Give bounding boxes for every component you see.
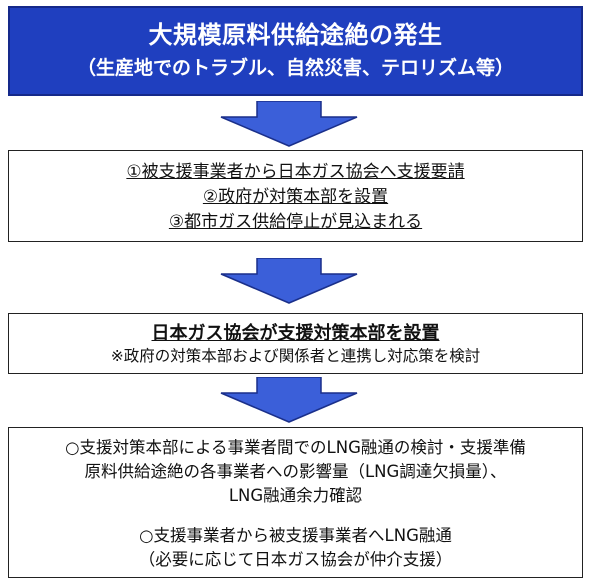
lng-line-3: LNG融通余力確認 (228, 486, 363, 505)
down-arrow-icon (220, 377, 358, 423)
down-arrow-icon (220, 101, 358, 147)
lng-line-2: 原料供給途絶の各事業者への影響量（LNG調達欠損量）、 (84, 462, 507, 481)
lng-line-1: ○支援対策本部による事業者間でのLNG融通の検討・支援準備 (65, 438, 526, 457)
request-line-1: ①被支援事業者から日本ガス協会へ支援要請 (126, 162, 465, 182)
header-box: 大規模原料供給途絶の発生 （生産地でのトラブル、自然災害、テロリズム等） (8, 6, 583, 96)
lng-line-4: ○支援事業者から被支援事業者へLNG融通 (139, 526, 452, 545)
request-line-3: ③都市ガス供給停止が見込まれる (168, 212, 423, 232)
spacer (9, 508, 582, 524)
headquarters-title: 日本ガス協会が支援対策本部を設置 (151, 323, 440, 344)
lng-line-5: （必要に応じて日本ガス協会が仲介支援） (138, 550, 453, 569)
down-arrow-icon (220, 258, 358, 304)
headquarters-box: 日本ガス協会が支援対策本部を設置 ※政府の対策本部および関係者と連携し対応策を検… (8, 313, 583, 374)
header-title: 大規模原料供給途絶の発生 (148, 21, 443, 49)
lng-support-box: ○支援対策本部による事業者間でのLNG融通の検討・支援準備 原料供給途絶の各事業… (8, 427, 583, 578)
header-subtitle: （生産地でのトラブル、自然災害、テロリズム等） (76, 57, 514, 79)
request-line-2: ②政府が対策本部を設置 (202, 187, 389, 207)
headquarters-note: ※政府の対策本部および関係者と連携し対応策を検討 (110, 347, 481, 365)
request-box: ①被支援事業者から日本ガス協会へ支援要請 ②政府が対策本部を設置 ③都市ガス供給… (8, 150, 583, 242)
